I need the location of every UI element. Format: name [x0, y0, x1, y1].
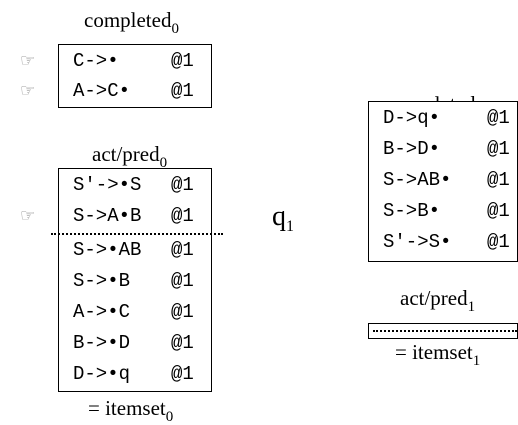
completed-0-title: completed0 — [84, 8, 179, 37]
pointer-hand-icon: ☞ — [20, 81, 36, 101]
item-origin: @1 — [171, 205, 194, 227]
item-origin: @1 — [487, 169, 510, 191]
item-origin: @1 — [487, 231, 510, 253]
item-text: S->•AB — [73, 239, 142, 261]
completed-item-row: A->C• @1 — [59, 76, 211, 106]
item-origin: @1 — [171, 270, 194, 292]
actpred-item-row: S->A•B @1 — [59, 201, 211, 231]
item-text: S->B• — [383, 200, 441, 222]
completed-item-row: S->B• @1 — [369, 196, 517, 226]
item-text: B->D• — [383, 138, 441, 160]
item-origin: @1 — [171, 174, 194, 196]
state-label-text: q — [272, 201, 286, 232]
actpred-1-title: act/pred1 — [400, 286, 475, 315]
completed-0-title-sub: 0 — [171, 21, 179, 37]
item-text: C->• — [73, 50, 119, 72]
itemset-1-label: = itemset1 — [395, 340, 480, 369]
item-origin: @1 — [487, 200, 510, 222]
actpred-item-row: D->•q @1 — [59, 359, 211, 389]
actpred-1-box — [368, 323, 518, 339]
actpred-1-title-text: act/pred — [400, 286, 468, 310]
actpred-item-row: S->•B @1 — [59, 266, 211, 296]
actpred-0-title: act/pred0 — [92, 142, 167, 171]
itemset-1-label-sub: 1 — [472, 353, 481, 369]
actpred-item-row: S′->•S @1 — [59, 170, 211, 200]
completed-item-row: C->• @1 — [59, 46, 211, 76]
pointer-hand-icon: ☞ — [20, 51, 36, 71]
item-origin: @1 — [171, 363, 194, 385]
item-text: S->A•B — [73, 205, 142, 227]
item-text: D->•q — [73, 363, 131, 385]
actpred-item-row: S->•AB @1 — [59, 235, 211, 265]
completed-0-title-text: completed — [84, 8, 172, 32]
completed-1-box: D->q• @1 B->D• @1 S->AB• @1 S->B• @1 S′-… — [368, 101, 518, 262]
actpred-separator — [51, 233, 223, 235]
actpred-1-title-sub: 1 — [467, 299, 476, 315]
item-origin: @1 — [171, 301, 194, 323]
itemset-0-label-sub: 0 — [165, 409, 174, 425]
item-origin: @1 — [171, 80, 194, 102]
item-origin: @1 — [171, 332, 194, 354]
state-label: q1 — [272, 201, 294, 235]
actpred-item-row: A->•C @1 — [59, 297, 211, 327]
item-origin: @1 — [487, 138, 510, 160]
item-text: A->C• — [73, 80, 131, 102]
item-text: S->AB• — [383, 169, 452, 191]
item-text: S′->S• — [383, 231, 452, 253]
item-text: B->•D — [73, 332, 131, 354]
completed-item-row: D->q• @1 — [369, 103, 517, 133]
actpred-0-title-sub: 0 — [159, 155, 168, 171]
actpred-item-row: B->•D @1 — [59, 328, 211, 358]
item-text: S′->•S — [73, 174, 142, 196]
completed-item-row: S->AB• @1 — [369, 165, 517, 195]
actpred-separator — [373, 330, 517, 332]
item-text: A->•C — [73, 301, 131, 323]
item-origin: @1 — [171, 50, 194, 72]
completed-item-row: S′->S• @1 — [369, 227, 517, 257]
pointer-hand-icon: ☞ — [20, 206, 36, 226]
item-origin: @1 — [171, 239, 194, 261]
itemset-0-label-text: = itemset — [88, 396, 166, 420]
itemset-0-label: = itemset0 — [88, 396, 173, 425]
item-text: S->•B — [73, 270, 131, 292]
state-label-sub: 1 — [286, 218, 294, 235]
completed-0-box: C->• @1 A->C• @1 — [58, 44, 212, 108]
actpred-0-box: S′->•S @1 S->A•B @1 S->•AB @1 S->•B @1 A… — [51, 168, 223, 392]
actpred-0-title-text: act/pred — [92, 142, 160, 166]
itemset-1-label-text: = itemset — [395, 340, 473, 364]
completed-item-row: B->D• @1 — [369, 134, 517, 164]
item-origin: @1 — [487, 107, 510, 129]
item-text: D->q• — [383, 107, 441, 129]
